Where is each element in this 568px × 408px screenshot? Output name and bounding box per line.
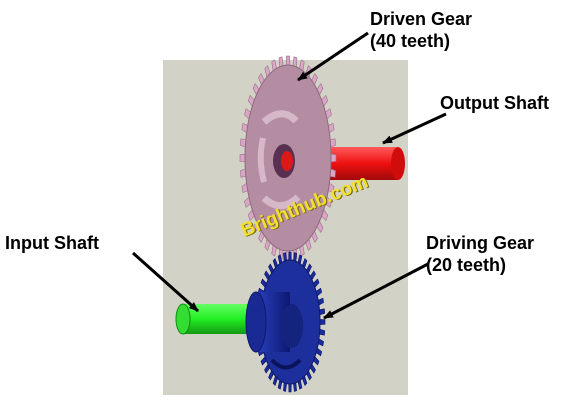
input-shaft-label: Input Shaft	[5, 233, 99, 253]
driven-gear-spoke-slot	[257, 137, 267, 183]
output-shaft-arrow	[382, 112, 447, 145]
driven-gear-name: Driven Gear	[370, 9, 473, 29]
driving-gear-label: Driving Gear (20 teeth)	[426, 232, 534, 276]
driven-gear-arrow	[297, 31, 369, 82]
driving-gear-name: Driving Gear	[426, 233, 535, 253]
output-shaft-label: Output Shaft	[440, 93, 549, 113]
driven-gear	[239, 55, 337, 261]
driving-gear	[245, 251, 326, 393]
driven-gear-label: Driven Gear (40 teeth)	[370, 8, 472, 52]
driving-gear-teeth-count: (20 teeth)	[426, 255, 507, 275]
driven-gear-spoke-slot	[261, 194, 301, 210]
driving-gear-arrow	[323, 262, 429, 320]
input-shaft-arrow	[132, 251, 199, 313]
driven-gear-teeth-count: (40 teeth)	[370, 31, 451, 51]
driven-gear-spoke-slot	[261, 110, 299, 125]
